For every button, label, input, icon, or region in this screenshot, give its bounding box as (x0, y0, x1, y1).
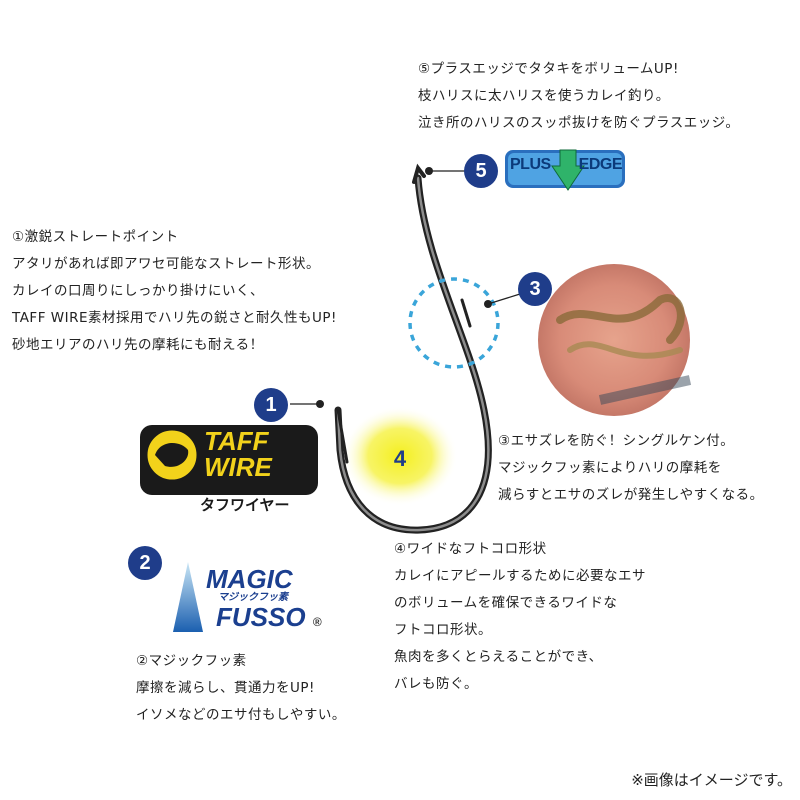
leader-dot-3 (484, 300, 492, 308)
feature1-title: ①激鋭ストレートポイント (12, 229, 179, 245)
feature4-line: 魚肉を多くとらえることができ、 (394, 649, 603, 665)
bait-photo (538, 264, 692, 416)
badge-4: 4 (393, 446, 407, 471)
registered-mark: ® (312, 615, 322, 629)
feature4-text: ④ワイドなフトコロ形状 カレイにアピールするために必要なエサ のボリュームを確保… (394, 536, 646, 698)
taff-wire-kana: タフワイヤー (200, 496, 290, 514)
taff-wire-text: TAFF WIRE (204, 428, 272, 480)
leader-dot-1 (316, 400, 324, 408)
plus-edge-logo (505, 149, 625, 191)
feature5-line: 泣き所のハリスのスッポ抜けを防ぐプラスエッジ。 (418, 115, 740, 131)
feature1-line: アタリがあれば即アワセ可能なストレート形状。 (12, 256, 320, 272)
feature4-line: フトコロ形状。 (394, 622, 492, 638)
feature3-title: ③エサズレを防ぐ！シングルケン付。 (498, 433, 735, 449)
feature5-text: ⑤プラスエッジでタタキをボリュームUP! 枝ハリスに太ハリスを使うカレイ釣り。 … (418, 56, 739, 137)
feature4-line: カレイにアピールするために必要なエサ (394, 568, 646, 584)
plus-edge-left: PLUS (510, 156, 551, 173)
feature3-line: マジックフッ素によりハリの摩耗を (498, 460, 722, 476)
feature5-title: ⑤プラスエッジでタタキをボリュームUP! (418, 61, 679, 77)
feature1-text: ①激鋭ストレートポイント アタリがあれば即アワセ可能なストレート形状。 カレイの… (12, 224, 337, 359)
wide-gap-glow (342, 406, 458, 506)
feature3-text: ③エサズレを防ぐ！シングルケン付。 マジックフッ素によりハリの摩耗を 減らすとエ… (498, 428, 764, 509)
leader-line-3 (487, 293, 521, 305)
magic-kana: マジックフッ素 (218, 592, 288, 603)
image-disclaimer: ※画像はイメージです。 (631, 771, 792, 789)
feature4-line: のボリュームを確保できるワイドな (394, 595, 618, 611)
badge-5: 5 (464, 154, 498, 188)
feature3-line: 減らすとエサのズレが発生しやすくなる。 (498, 487, 764, 503)
hook-shape (334, 163, 492, 534)
feature1-line: TAFF WIRE素材採用でハリ先の鋭さと耐久性もUP! (12, 310, 337, 326)
magic-fusso-logo (173, 562, 333, 632)
badge-2: 2 (128, 546, 162, 580)
feature2-text: ②マジックフッ素 摩擦を減らし、貫通力をUP! イソメなどのエサ付もしやすい。 (136, 648, 346, 729)
plus-edge-right: EDGE (578, 156, 623, 173)
spur-highlight-circle (408, 277, 500, 369)
fusso-word: FUSSO (216, 602, 306, 632)
badge-1: 1 (254, 388, 288, 422)
magic-fusso-text: MAGIC マジックフッ素 FUSSO ® (206, 566, 322, 635)
feature4-line: バレも防ぐ。 (394, 676, 478, 692)
magic-line: MAGIC (206, 564, 293, 594)
badge-3: 3 (518, 272, 552, 306)
fusso-line: FUSSO ® (206, 604, 322, 635)
taff-line: TAFF (204, 426, 269, 456)
feature2-line: 摩擦を減らし、貫通力をUP! (136, 680, 315, 696)
leader-dot-5 (425, 167, 433, 175)
plus-edge-logo-text: PLUS EDGE (510, 156, 623, 174)
wire-line: WIRE (204, 452, 272, 482)
feature4-title: ④ワイドなフトコロ形状 (394, 541, 547, 557)
feature1-line: 砂地エリアのハリ先の摩耗にも耐える！ (12, 337, 264, 353)
feature2-line: イソメなどのエサ付もしやすい。 (136, 707, 346, 723)
feature2-title: ②マジックフッ素 (136, 653, 247, 669)
feature5-line: 枝ハリスに太ハリスを使うカレイ釣り。 (418, 88, 670, 104)
feature1-line: カレイの口周りにしっかり掛けにいく、 (12, 283, 264, 299)
taff-wire-logo (140, 425, 318, 495)
